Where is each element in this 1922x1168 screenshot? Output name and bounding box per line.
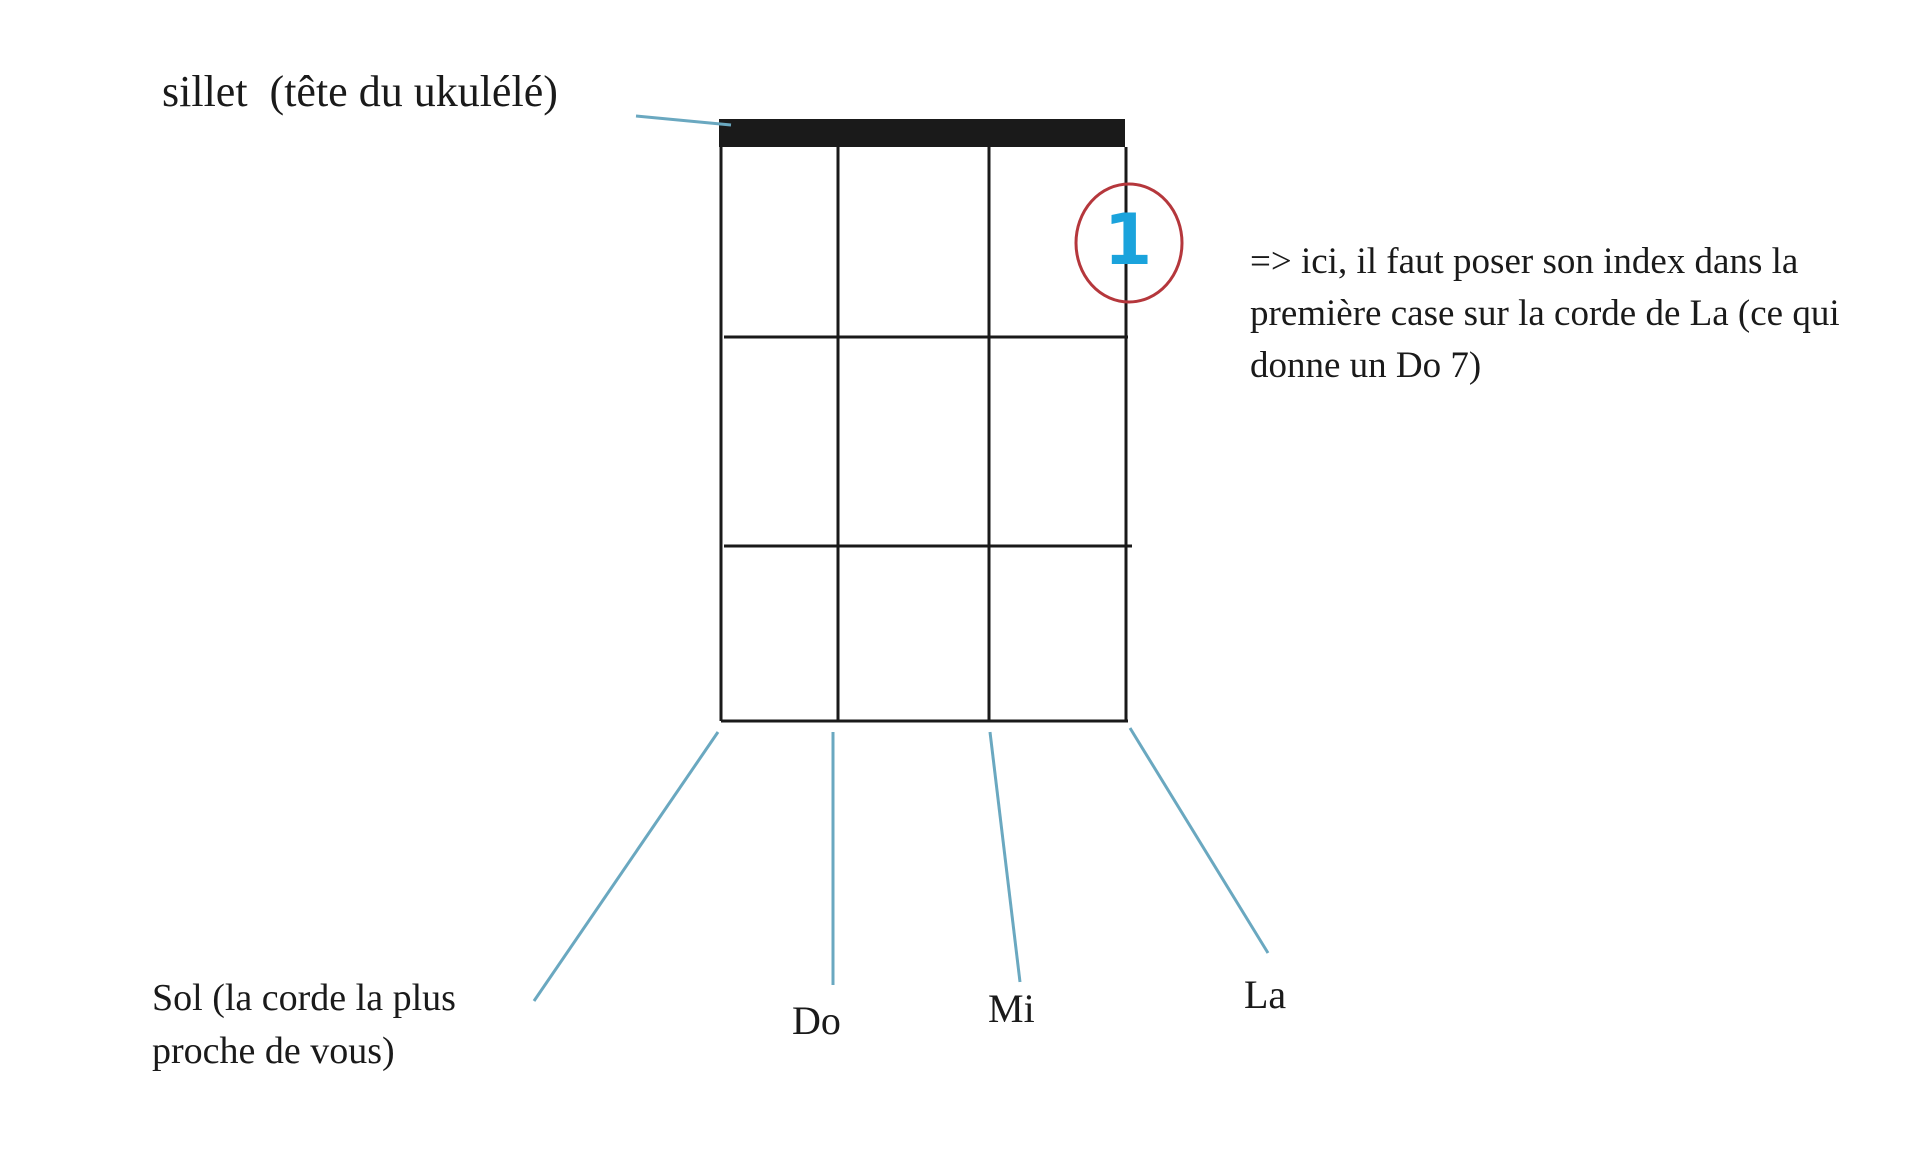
nut-bar (719, 119, 1125, 147)
fretboard-grid (719, 147, 1132, 723)
instruction-text: => ici, il faut poser son index dans la … (1250, 241, 1840, 386)
string-label-mi: Mi (988, 986, 1035, 1031)
string-label-do: Do (792, 998, 841, 1043)
leader-line-sol (532, 731, 720, 1002)
leader-line-mi (988, 731, 1022, 983)
leader-lines (532, 114, 1270, 1002)
leader-line-la (1128, 727, 1270, 954)
string-label-sol: Sol (la corde la plus proche de vous) (152, 977, 456, 1072)
leader-line-nut (635, 114, 732, 127)
finger-number: 1 (1104, 199, 1153, 281)
string-label-la: La (1244, 972, 1287, 1017)
finger-position-circle (1074, 182, 1184, 304)
nut-label: sillet (tête du ukulélé) (162, 67, 558, 116)
